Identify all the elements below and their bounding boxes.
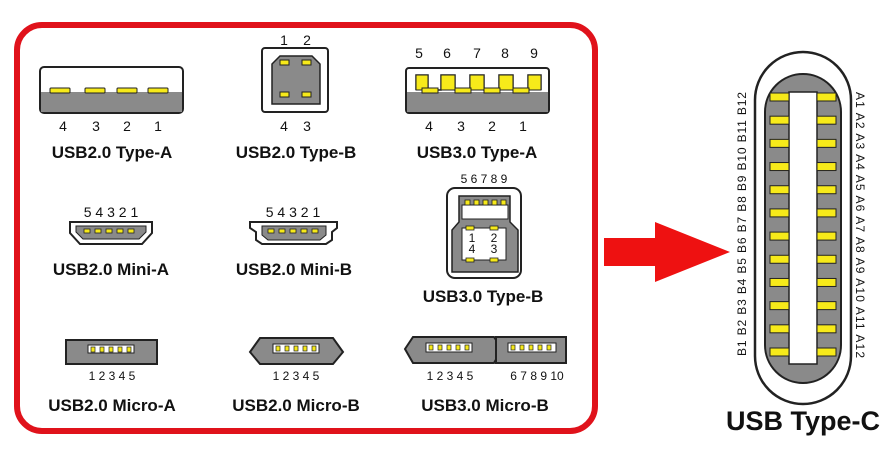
- typec-left-pin-labels: B1 B2 B3 B4 B5 B6 B7 B8 B9 B10 B11 B12: [735, 92, 749, 356]
- typec-contact-b7: [769, 231, 790, 241]
- usb20-mini-b-label: USB2.0 Mini-B: [236, 260, 352, 279]
- typec-right-labels-text: A1 A2 A3 A4 A5 A6 A7 A8 A9 A10 A11 A12: [853, 92, 867, 358]
- type-b-pin-1: 1: [280, 32, 288, 48]
- usb30a-pin-9: 9: [530, 45, 538, 61]
- typec-contact-b1: [769, 92, 790, 102]
- typec-contact-a8: [816, 254, 837, 264]
- usb-type-c-label: USB Type-C: [726, 406, 880, 436]
- usb30a-pin-5: 5: [415, 45, 423, 61]
- type-a-pin-4: 4: [59, 118, 67, 134]
- typec-contact-b6: [769, 208, 790, 218]
- type-b-pin-3: 3: [303, 118, 311, 134]
- usb20-micro-b-connector: [248, 337, 345, 365]
- micro-b-pin-numbers: 1 2 3 4 5: [273, 369, 320, 383]
- typec-contact-b9: [769, 277, 790, 287]
- type-a-pin-1: 1: [154, 118, 162, 134]
- typec-contact-b12: [769, 347, 790, 357]
- typec-right-pin-contacts: [816, 92, 837, 357]
- usb30b-top-pin-numbers: 5 6 7 8 9: [461, 172, 508, 186]
- usb30a-pin-2: 2: [488, 118, 496, 134]
- typec-contact-a12: [816, 347, 837, 357]
- typec-contact-a11: [816, 324, 837, 334]
- usb30-type-a-label: USB3.0 Type-A: [417, 143, 538, 162]
- usb-type-c-connector: [753, 50, 853, 406]
- usb30b-pin-1: 1: [469, 231, 476, 245]
- typec-contact-a2: [816, 115, 837, 125]
- usb30a-pin-6: 6: [443, 45, 451, 61]
- connectors-frame: [14, 22, 598, 434]
- usb30b-pin-2: 2: [491, 231, 498, 245]
- usb20-micro-a-connector: [65, 339, 158, 365]
- typec-left-pin-contacts: [769, 92, 790, 357]
- typec-contact-a1: [816, 92, 837, 102]
- type-b-pin-4: 4: [280, 118, 288, 134]
- mini-b-pin-numbers: 5 4 3 2 1: [266, 204, 321, 220]
- typec-contact-b4: [769, 162, 790, 172]
- typec-right-pin-labels: A1 A2 A3 A4 A5 A6 A7 A8 A9 A10 A11 A12: [853, 92, 867, 358]
- usb30-type-b-connector: [446, 187, 522, 279]
- typec-contact-a7: [816, 231, 837, 241]
- usb30a-pin-8: 8: [501, 45, 509, 61]
- micro30-right-pin-numbers: 6 7 8 9 10: [510, 369, 564, 383]
- micro-a-pin-numbers: 1 2 3 4 5: [89, 369, 136, 383]
- typec-contact-a10: [816, 301, 837, 311]
- usb20-micro-a-label: USB2.0 Micro-A: [48, 396, 176, 415]
- typec-contact-b11: [769, 324, 790, 334]
- typec-contact-b3: [769, 138, 790, 148]
- usb30a-pin-4: 4: [425, 118, 433, 134]
- usb20-mini-b-connector: [249, 221, 338, 245]
- type-b-pin-2: 2: [303, 32, 311, 48]
- typec-contact-a9: [816, 277, 837, 287]
- usb30b-pin-4: 4: [469, 242, 476, 256]
- typec-contact-b8: [769, 254, 790, 264]
- typec-contact-b5: [769, 185, 790, 195]
- usb20-mini-a-connector: [69, 221, 153, 245]
- usb30-micro-b-connector: [403, 336, 567, 364]
- arrow-right-icon: [604, 222, 730, 282]
- typec-contact-a3: [816, 138, 837, 148]
- usb30a-pin-7: 7: [473, 45, 481, 61]
- usb30-type-a-connector: [405, 67, 550, 114]
- usb20-type-a-connector: [39, 66, 184, 114]
- usb30-micro-b-label: USB3.0 Micro-B: [421, 396, 549, 415]
- usb30-type-b-label: USB3.0 Type-B: [423, 287, 544, 306]
- usb20-type-a-label: USB2.0 Type-A: [52, 143, 173, 162]
- usb20-type-b-label: USB2.0 Type-B: [236, 143, 357, 162]
- usb30a-pin-3: 3: [457, 118, 465, 134]
- usb20-type-b-connector: [261, 47, 329, 113]
- type-a-pin-2: 2: [123, 118, 131, 134]
- mini-a-pin-numbers: 5 4 3 2 1: [84, 204, 139, 220]
- usb30b-pin-3: 3: [491, 242, 498, 256]
- usb30a-pin-1: 1: [519, 118, 527, 134]
- micro30-left-pin-numbers: 1 2 3 4 5: [427, 369, 474, 383]
- typec-contact-a5: [816, 185, 837, 195]
- usb20-micro-b-label: USB2.0 Micro-B: [232, 396, 360, 415]
- typec-contact-a6: [816, 208, 837, 218]
- typec-contact-a4: [816, 162, 837, 172]
- typec-contact-b2: [769, 115, 790, 125]
- typec-contact-b10: [769, 301, 790, 311]
- typec-left-labels-text: B1 B2 B3 B4 B5 B6 B7 B8 B9 B10 B11 B12: [735, 92, 749, 356]
- type-a-pin-3: 3: [92, 118, 100, 134]
- usb20-mini-a-label: USB2.0 Mini-A: [53, 260, 169, 279]
